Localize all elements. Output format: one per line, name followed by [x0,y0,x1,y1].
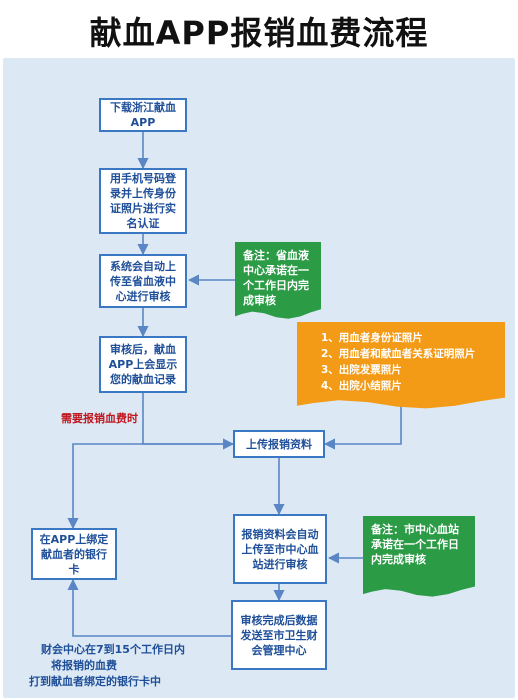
step-send-finance: 审核完成后数据发送至市卫生财会管理中心 [231,600,327,670]
step-upload-materials: 上传报销资料 [233,430,325,458]
material-item: 2、用血者和献血者关系证明照片 [321,348,476,360]
material-item: 4、出院小结照片 [321,380,402,392]
step-register: 用手机号码登录并上传身份证照片进行实名认证 [99,168,187,234]
arrow-upload-card [67,443,233,530]
label-need-reimburse: 需要报销血费时 [61,412,138,425]
arrow-record-upload [142,393,235,450]
step-after-review: 审核后，献血APP上会显示您的献血记录 [99,336,187,393]
flowchart-canvas: 下载浙江献血APP 用手机号码登录并上传身份证照片进行实名认证 系统会自动上传至… [3,58,515,698]
note-city-center: 备注：市中心血站承诺在一个工作日内完成审核 [363,516,475,597]
material-item: 1、用血者身份证照片 [321,332,423,344]
note-materials-list: 1、用血者身份证照片 2、用血者和献血者关系证明照片 3、出院发票照片 4、出院… [297,322,505,409]
material-item: 3、出院发票照片 [321,364,402,376]
page-title: 献血APP报销血费流程 [89,14,429,52]
arrow-finance-card [67,578,231,637]
note-province-center: 备注：省血液中心承诺在一个工作日内完成审核 [235,242,321,319]
step-download-app: 下载浙江献血APP [99,98,187,132]
step-auto-upload-city: 报销资料会自动上传至市中心血站进行审核 [233,514,327,584]
step-bind-bank-card: 在APP上绑定献血者的银行卡 [31,528,117,580]
label-finance-info: 财会中心在7到15个工作日内 将报销的血费 打到献血者绑定的银行卡中 [29,643,185,688]
step-auto-review: 系统会自动上传至省血液中心进行审核 [99,254,187,308]
